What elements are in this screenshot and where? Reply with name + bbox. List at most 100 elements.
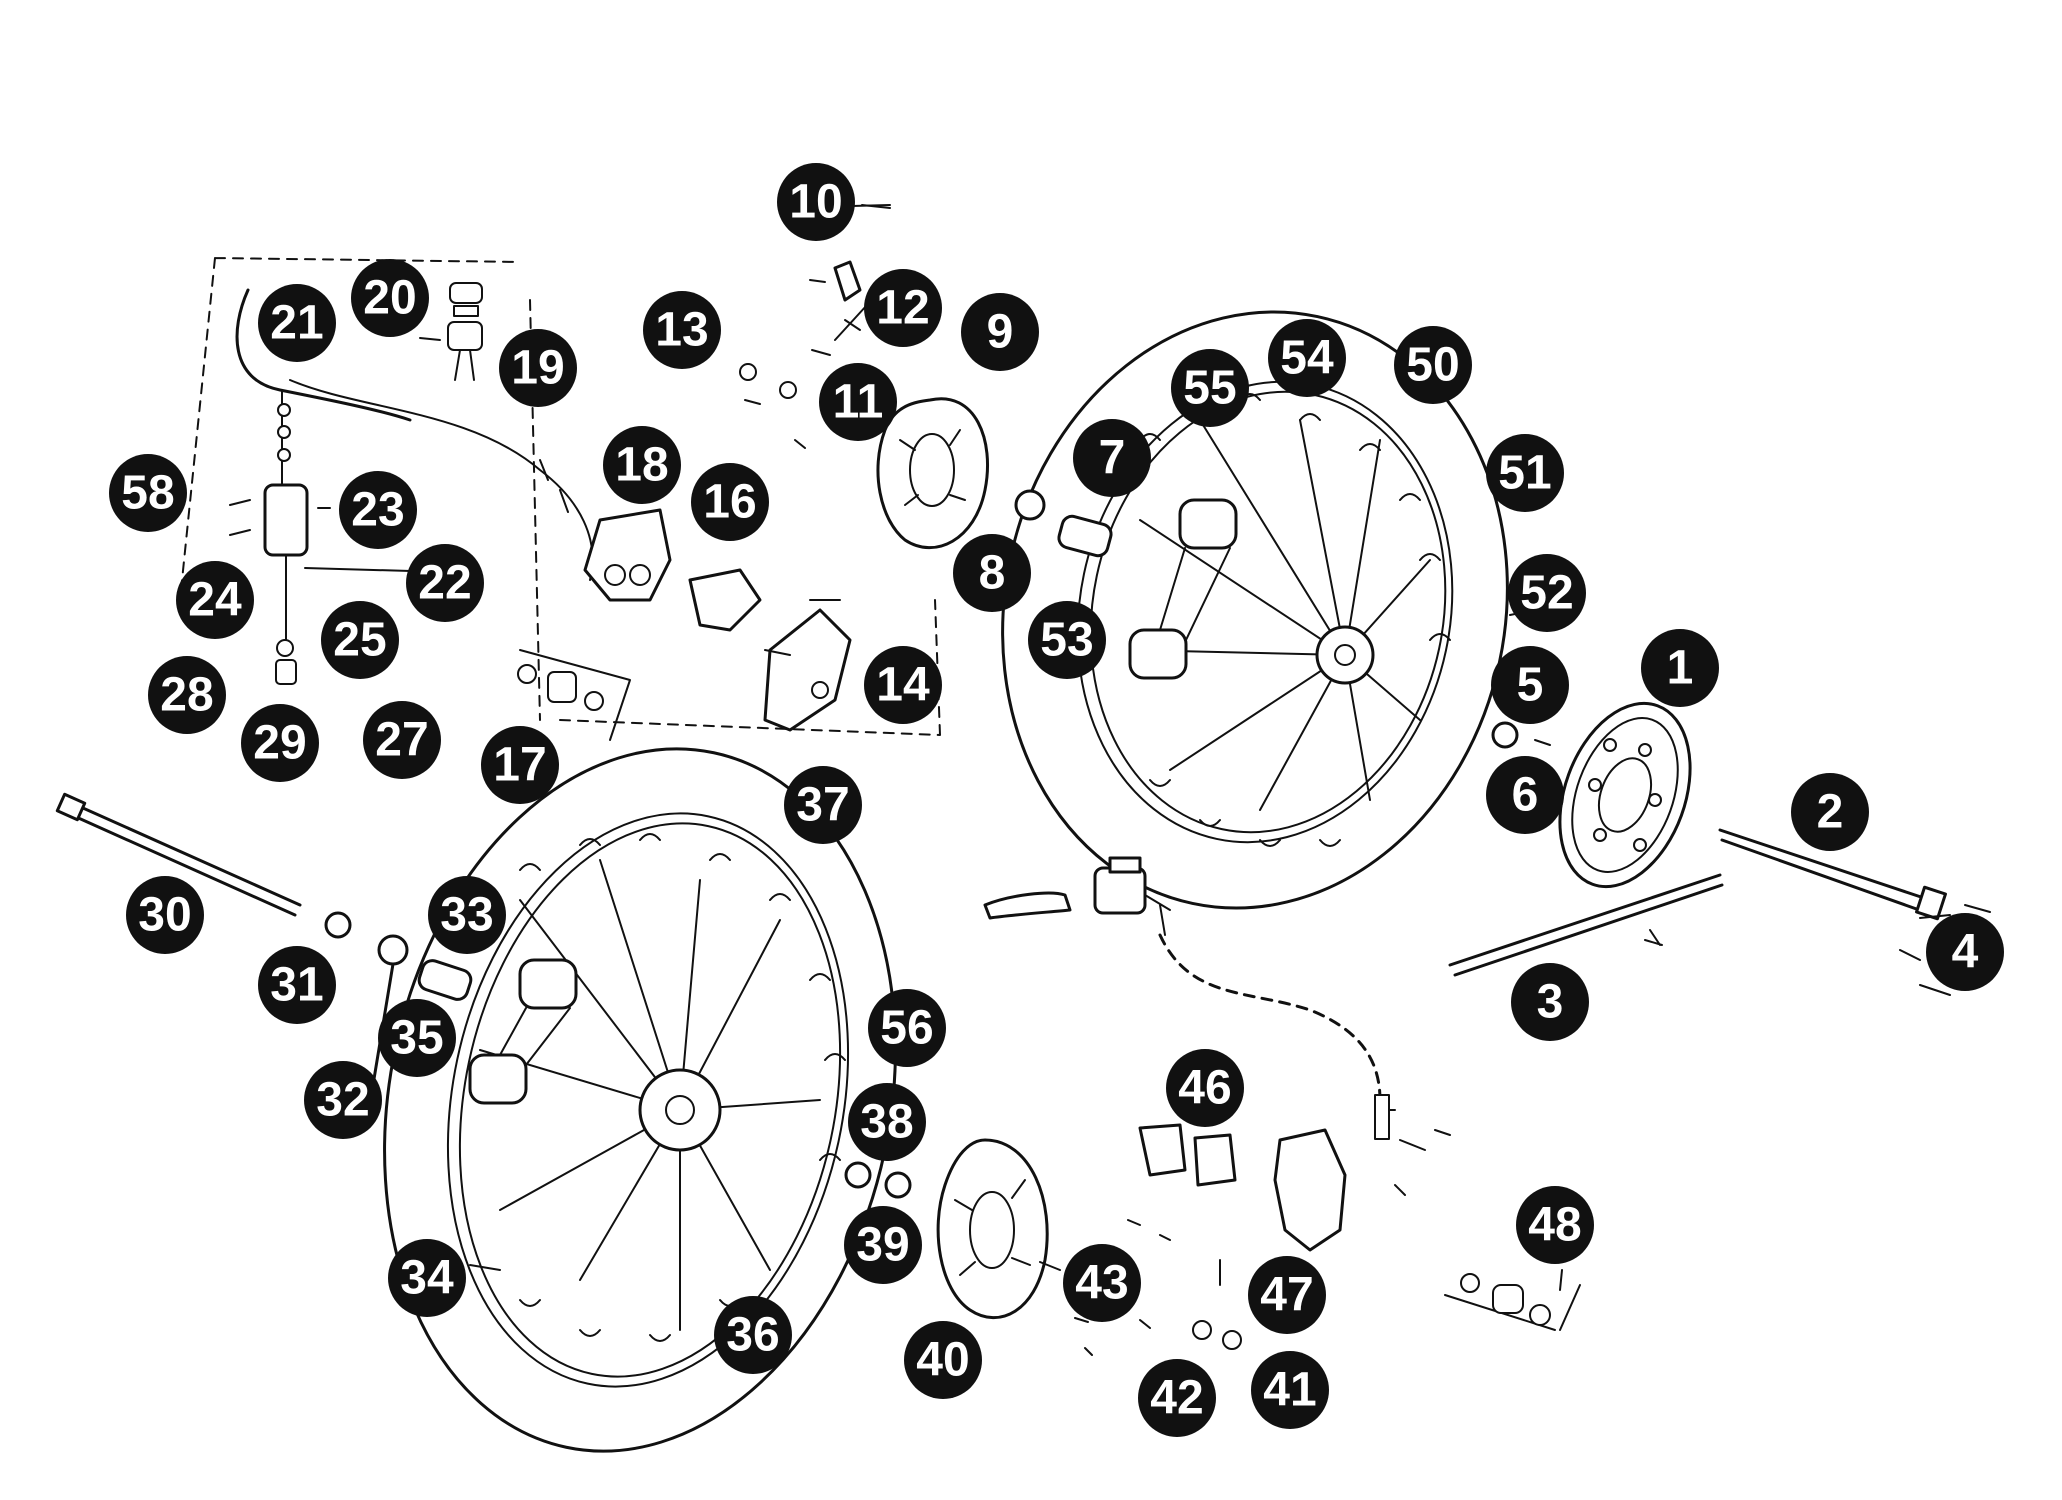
callout-9-label: 9 <box>987 306 1014 359</box>
callout-24: 24 <box>176 561 254 639</box>
callout-38-label: 38 <box>860 1096 913 1149</box>
brake-assembly-outline <box>179 257 941 736</box>
rear-hardware <box>739 204 891 449</box>
callout-12-label: 12 <box>876 282 929 335</box>
callout-27-label: 27 <box>375 714 428 767</box>
callout-43: 43 <box>1063 1244 1141 1322</box>
callout-16-label: 16 <box>703 476 756 529</box>
callout-50-label: 50 <box>1406 339 1459 392</box>
callout-2-label: 2 <box>1817 786 1844 839</box>
callout-13-label: 13 <box>655 304 708 357</box>
axle-nuts <box>1899 904 1991 996</box>
callout-6: 6 <box>1486 756 1564 834</box>
callout-55-label: 55 <box>1183 362 1236 415</box>
callout-8: 8 <box>953 534 1031 612</box>
callout-53-label: 53 <box>1040 614 1093 667</box>
callout-48-label: 48 <box>1528 1199 1581 1252</box>
callout-53: 53 <box>1028 601 1106 679</box>
callout-31: 31 <box>258 946 336 1024</box>
callout-47-label: 47 <box>1260 1269 1313 1322</box>
callout-52: 52 <box>1508 554 1586 632</box>
callout-18: 18 <box>603 426 681 504</box>
callout-42-label: 42 <box>1150 1372 1203 1425</box>
front-pad-kit <box>1444 1273 1581 1331</box>
callout-11: 11 <box>819 363 897 441</box>
callout-16: 16 <box>691 463 769 541</box>
callout-14: 14 <box>864 646 942 724</box>
callout-21: 21 <box>258 284 336 362</box>
parts-line-art <box>55 204 1991 1453</box>
callout-35: 35 <box>378 999 456 1077</box>
callout-1-label: 1 <box>1667 642 1694 695</box>
callout-8-label: 8 <box>979 547 1006 600</box>
callout-43-label: 43 <box>1075 1257 1128 1310</box>
rear-master-cylinder <box>419 282 483 381</box>
callout-19-label: 19 <box>511 342 564 395</box>
callout-39-label: 39 <box>856 1219 909 1272</box>
callout-23: 23 <box>339 471 417 549</box>
callouts: 1 2 3 4 5 6 7 8 9 10 11 12 13 14 16 17 1… <box>109 163 2004 1437</box>
callout-42: 42 <box>1138 1359 1216 1437</box>
callout-10: 10 <box>777 163 855 241</box>
caliper-bracket <box>763 599 852 732</box>
callout-28-label: 28 <box>160 669 213 722</box>
callout-30-label: 30 <box>138 889 191 942</box>
callout-46: 46 <box>1166 1049 1244 1127</box>
callout-13: 13 <box>643 291 721 369</box>
callout-54-label: 54 <box>1280 332 1334 385</box>
front-master-cylinder <box>983 856 1171 936</box>
callout-58: 58 <box>109 454 187 532</box>
callout-36: 36 <box>714 1296 792 1374</box>
callout-29-label: 29 <box>253 717 306 770</box>
callout-29: 29 <box>241 704 319 782</box>
callout-21-label: 21 <box>270 297 323 350</box>
callout-58-label: 58 <box>121 467 174 520</box>
spacer-33 <box>417 959 473 1001</box>
callout-12: 12 <box>864 269 942 347</box>
callout-4-label: 4 <box>1952 926 1979 979</box>
callout-28: 28 <box>148 656 226 734</box>
rear-caliper <box>539 459 672 602</box>
callout-24-label: 24 <box>188 574 242 627</box>
callout-22-label: 22 <box>418 557 471 610</box>
callout-10-label: 10 <box>789 176 842 229</box>
callout-48: 48 <box>1516 1186 1594 1264</box>
callout-41-label: 41 <box>1263 1364 1316 1417</box>
callout-1: 1 <box>1641 629 1719 707</box>
brake-hose-upper-2 <box>289 379 594 581</box>
brake-hose-upper <box>235 288 412 422</box>
callout-5: 5 <box>1491 646 1569 724</box>
callout-14-label: 14 <box>876 659 930 712</box>
front-brake-disc <box>936 1138 1049 1320</box>
callout-27: 27 <box>363 701 441 779</box>
callout-51: 51 <box>1486 434 1564 512</box>
callout-54: 54 <box>1268 319 1346 397</box>
spacer-38 <box>844 1161 872 1189</box>
front-caliper <box>1273 1094 1451 1252</box>
callout-30: 30 <box>126 876 204 954</box>
callout-47: 47 <box>1248 1256 1326 1334</box>
callout-22: 22 <box>406 544 484 622</box>
seal-32 <box>377 934 409 966</box>
callout-52-label: 52 <box>1520 567 1573 620</box>
callout-11-label: 11 <box>833 376 884 429</box>
callout-32: 32 <box>304 1061 382 1139</box>
spacer-8 <box>1057 514 1113 558</box>
callout-33-label: 33 <box>440 889 493 942</box>
callout-3-label: 3 <box>1537 976 1564 1029</box>
callout-50: 50 <box>1394 326 1472 404</box>
callout-17: 17 <box>481 726 559 804</box>
callout-36-label: 36 <box>726 1309 779 1362</box>
spacer-39 <box>884 1171 912 1199</box>
spacer-31 <box>324 911 352 939</box>
rear-brake-disc <box>876 397 990 550</box>
callout-3: 3 <box>1511 963 1589 1041</box>
washer-6 <box>1534 739 1551 746</box>
callout-35-label: 35 <box>390 1012 443 1065</box>
callout-51-label: 51 <box>1498 447 1551 500</box>
callout-32-label: 32 <box>316 1074 369 1127</box>
callout-2: 2 <box>1791 773 1869 851</box>
callout-7-label: 7 <box>1099 432 1126 485</box>
callout-4: 4 <box>1926 913 2004 991</box>
